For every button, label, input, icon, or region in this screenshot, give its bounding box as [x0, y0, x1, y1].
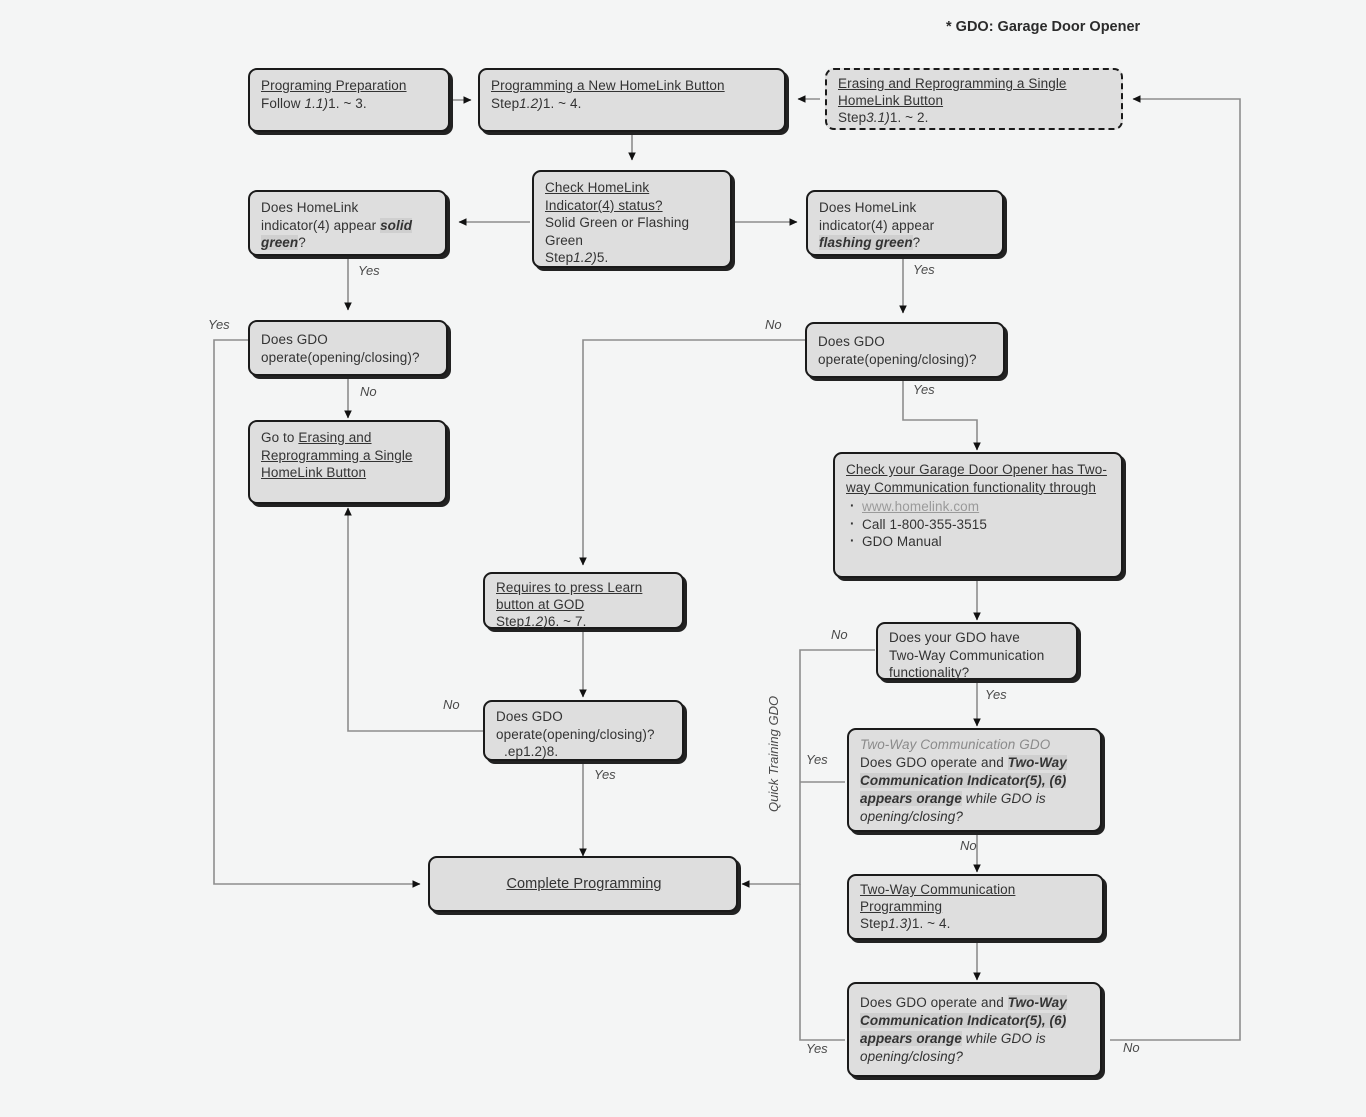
- edge-label-yes-flashing-green: Yes: [913, 262, 935, 277]
- edge-label-quick-training-gdo: Quick Training GDO: [766, 695, 781, 812]
- node-title: Programming a New HomeLink Button: [491, 78, 725, 93]
- node-title: Programing Preparation: [261, 78, 407, 93]
- node-subtext: Step1.2)1. ~ 4.: [491, 95, 582, 111]
- node-line2: indicator(4) appear solid green?: [261, 217, 413, 250]
- node-line1: Does your GDO have: [889, 630, 1020, 645]
- node-step: .ep1.2)8.: [504, 744, 559, 759]
- node-line2: operate(opening/closing)?: [818, 351, 977, 367]
- node-title: Erasing and Reprogramming a Single HomeL…: [838, 76, 1067, 108]
- list-item-phone: Call 1-800-355-3515: [850, 515, 1112, 534]
- node-title: Two-Way Communication Programming: [860, 882, 1016, 914]
- edge-label-yes-gdo-left: Yes: [208, 317, 230, 332]
- node-subtext: Step1.2)6. ~ 7.: [496, 614, 587, 629]
- edge-label-no-has-twoway: No: [831, 627, 848, 642]
- edge-label-yes-final: Yes: [806, 1041, 828, 1056]
- node-subtext: Follow 1.1)1. ~ 3.: [261, 95, 367, 111]
- edge-label-no-gdo-right: No: [765, 317, 782, 332]
- node-header: Two-Way Communication GDO: [860, 737, 1051, 752]
- node-twoway-communication-programming[interactable]: Two-Way Communication Programming Step1.…: [847, 874, 1104, 940]
- node-question-has-twoway[interactable]: Does your GDO have Two-Way Communication…: [876, 622, 1078, 680]
- edge-label-yes-has-twoway: Yes: [985, 687, 1007, 702]
- node-press-learn-button[interactable]: Requires to press Learn button at GOD St…: [483, 572, 684, 629]
- node-line3: flashing green?: [819, 235, 921, 250]
- edge-label-no-twoway-question: No: [960, 838, 977, 853]
- node-programing-preparation[interactable]: Programing Preparation Follow 1.1)1. ~ 3…: [248, 68, 450, 132]
- node-step: Step1.2)5.: [545, 250, 609, 265]
- edge-label-no-gdo-middle: No: [443, 697, 460, 712]
- node-question-twoway-indicator[interactable]: Two-Way Communication GDO Does GDO opera…: [847, 728, 1102, 832]
- node-line3: functionality?: [889, 665, 970, 680]
- node-question-solid-green[interactable]: Does HomeLink indicator(4) appear solid …: [248, 190, 447, 256]
- list-item-manual: GDO Manual: [850, 532, 1112, 551]
- node-check-twoway-functionality[interactable]: Check your Garage Door Opener has Two-wa…: [833, 452, 1123, 578]
- node-line1: Does GDO: [496, 709, 563, 724]
- edge-label-yes-solid-green: Yes: [358, 263, 380, 278]
- node-line1: Does GDO: [818, 334, 885, 349]
- node-question-gdo-operate-right[interactable]: Does GDO operate(opening/closing)?: [805, 322, 1005, 378]
- footnote-gdo: * GDO: Garage Door Opener: [946, 19, 1141, 35]
- node-text: Does GDO operate and Two-Way Communicati…: [860, 995, 1067, 1064]
- node-goto-erasing-reprogramming[interactable]: Go to Erasing and Reprogramming a Single…: [248, 420, 447, 504]
- node-line2: operate(opening/closing)?: [261, 349, 420, 365]
- node-question-twoway-indicator-final[interactable]: Does GDO operate and Two-Way Communicati…: [847, 982, 1102, 1077]
- node-title: Check HomeLink Indicator(4) status?: [545, 180, 663, 213]
- node-line1: Does GDO: [261, 332, 328, 347]
- node-line2: Two-Way Communication: [889, 647, 1045, 663]
- node-text: Go to Erasing and Reprogramming a Single…: [261, 430, 413, 480]
- list-item-website[interactable]: www.homelink.com: [850, 497, 1112, 516]
- edge-label-yes-twoway-question: Yes: [806, 752, 828, 767]
- node-title: Complete Programming: [506, 875, 662, 892]
- node-erasing-reprogramming-single[interactable]: Erasing and Reprogramming a Single HomeL…: [825, 68, 1123, 130]
- node-check-homelink-indicator-status[interactable]: Check HomeLink Indicator(4) status? Soli…: [532, 170, 732, 268]
- node-title: Requires to press Learn button at GOD: [496, 580, 643, 612]
- node-question-flashing-green[interactable]: Does HomeLink indicator(4) appear flashi…: [806, 190, 1004, 256]
- node-line1: Does HomeLink: [261, 200, 359, 215]
- edge-label-no-final: No: [1123, 1040, 1140, 1055]
- node-programming-new-homelink-button[interactable]: Programming a New HomeLink Button Step1.…: [478, 68, 786, 132]
- node-question-gdo-operate-middle[interactable]: Does GDO operate(opening/closing)? .ep1.…: [483, 700, 684, 761]
- node-subtext: Step1.3)1. ~ 4.: [860, 916, 951, 931]
- edge-label-no-gdo-left: No: [360, 384, 377, 399]
- node-subtext: Solid Green or Flashing Green: [545, 215, 690, 248]
- node-subtext: Step3.1)1. ~ 2.: [838, 110, 929, 125]
- edge-label-yes-gdo-right: Yes: [913, 382, 935, 397]
- edge-label-yes-gdo-middle: Yes: [594, 767, 616, 782]
- twoway-contact-list: www.homelink.com Call 1-800-355-3515 GDO…: [846, 497, 1112, 551]
- node-line2: indicator(4) appear: [819, 217, 935, 233]
- node-complete-programming[interactable]: Complete Programming: [428, 856, 738, 912]
- node-line1: Does HomeLink: [819, 200, 917, 215]
- node-line2: operate(opening/closing)?: [496, 726, 655, 742]
- node-title: Check your Garage Door Opener has Two-wa…: [846, 462, 1107, 495]
- node-question-gdo-operate-left[interactable]: Does GDO operate(opening/closing)?: [248, 320, 448, 376]
- node-text: Does GDO operate and Two-Way Communicati…: [860, 755, 1067, 824]
